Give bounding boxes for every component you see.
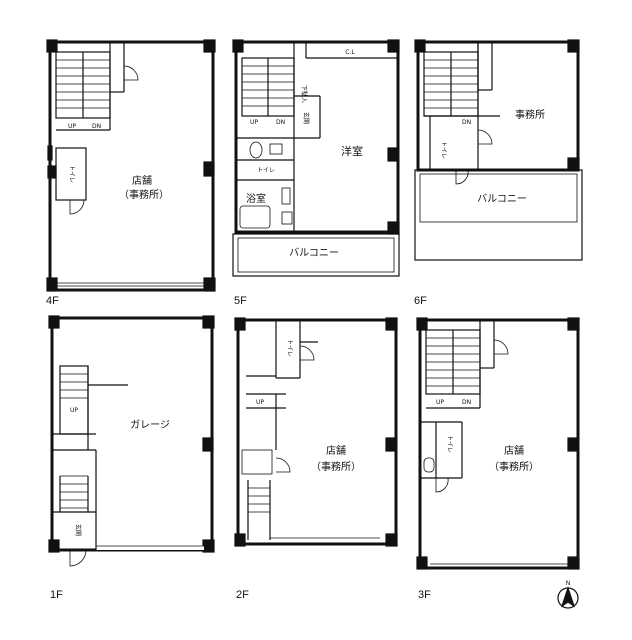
room-label-entrance-5f: 玄関 [302, 112, 310, 124]
room-label-office-6f: 事務所 [515, 108, 545, 121]
floor-plan-1f [48, 315, 215, 567]
floor-label-1f: 1F [50, 589, 63, 601]
floor-plan-6f [414, 39, 583, 261]
room-label-store-2f: 店舗 [326, 444, 346, 457]
room-label-office-4f: （事務所） [119, 188, 169, 201]
floor-plan-3f [416, 317, 580, 570]
stair-down-6f: DN [462, 119, 471, 126]
room-label-western-room-5f: 洋室 [341, 144, 363, 158]
floor-label-4f: 4F [46, 295, 59, 307]
room-label-garage-1f: ガレージ [130, 419, 170, 431]
room-label-entrance-1f: 玄関 [74, 524, 82, 536]
stair-up-5f: UP [250, 119, 258, 126]
stair-up-3f: UP [436, 399, 444, 406]
floor-plan-4f [46, 39, 216, 292]
floor-label-3f: 3F [418, 589, 431, 601]
stair-down-4f: DN [92, 123, 101, 130]
room-label-store-4f: 店舗 [132, 174, 152, 187]
room-label-balcony-5f: バルコニー [289, 247, 339, 259]
floor-plan-2f [234, 317, 398, 547]
room-label-shoe-box-5f: 下駄入 [300, 85, 308, 103]
stair-up-1f: UP [70, 407, 78, 414]
room-label-toilet-4f: トイレ [68, 165, 75, 183]
stair-down-3f: DN [462, 399, 471, 406]
room-label-toilet-5f: トイレ [257, 167, 275, 174]
room-label-store-3f: 店舗 [504, 444, 524, 457]
room-label-toilet-3f: トイレ [446, 435, 453, 453]
floor-label-2f: 2F [236, 589, 249, 601]
room-label-balcony-6f: バルコニー [477, 193, 527, 205]
floor-label-6f: 6F [414, 295, 427, 307]
floor-plan-5f [232, 39, 400, 277]
stair-down-5f: DN [276, 119, 285, 126]
stair-up-2f: UP [256, 399, 264, 406]
room-label-toilet-6f: トイレ [440, 141, 447, 159]
room-label-bath-5f: 浴室 [246, 192, 266, 205]
compass-north-label: N [566, 580, 571, 587]
room-label-office-3f: （事務所） [489, 460, 539, 473]
room-label-office-2f: （事務所） [311, 460, 361, 473]
floor-label-5f: 5F [234, 295, 247, 307]
room-label-toilet-2f: トイレ [286, 339, 293, 357]
room-label-closet-5f: C.L [345, 49, 355, 56]
stair-up-4f: UP [68, 123, 76, 130]
north-compass-icon [557, 586, 579, 609]
